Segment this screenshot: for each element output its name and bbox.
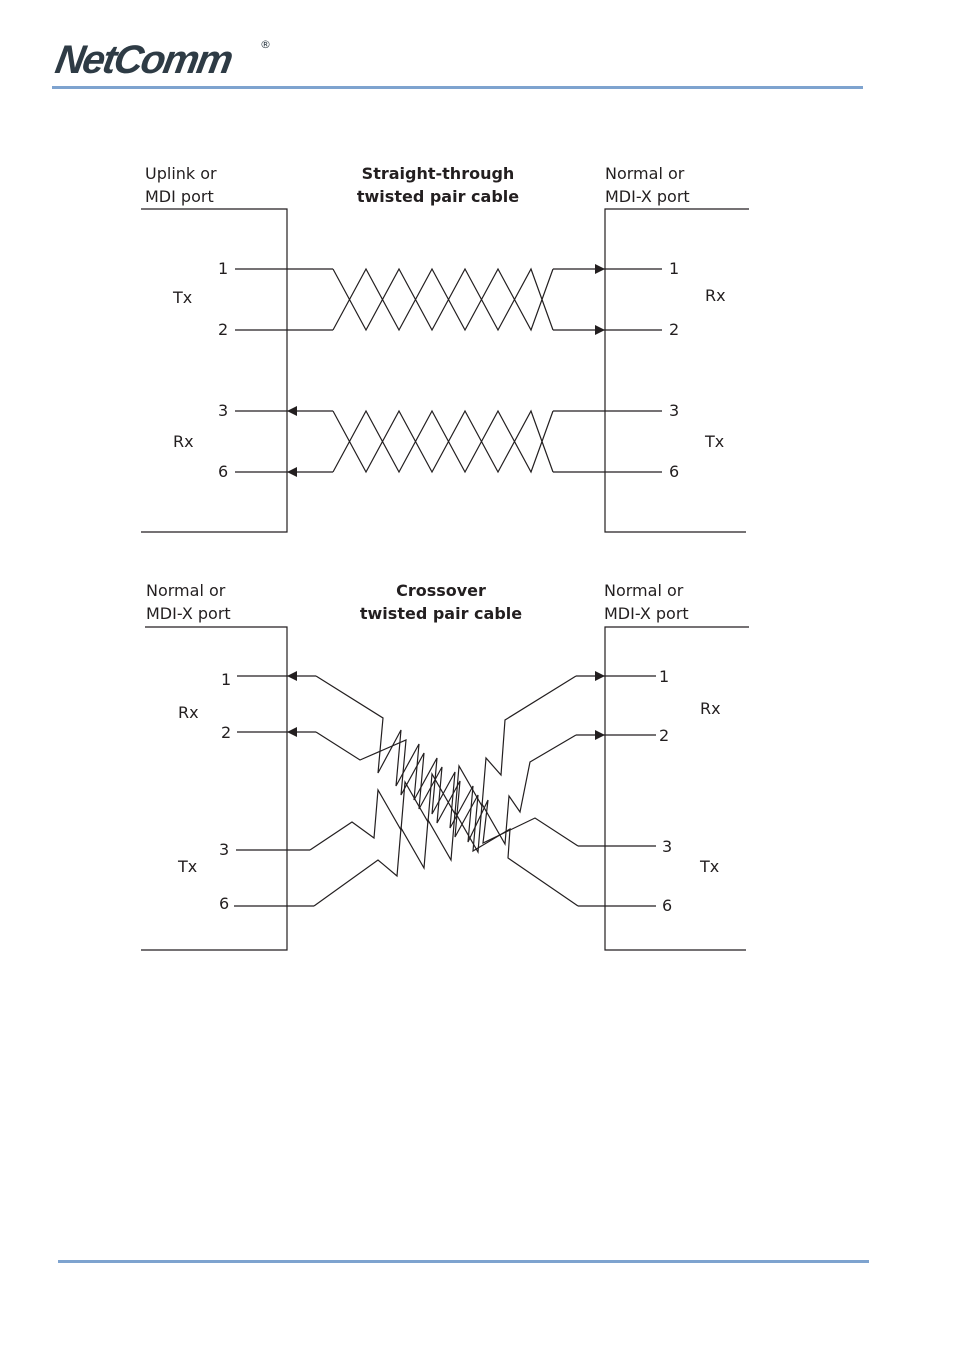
left-port-outline xyxy=(141,209,287,532)
footer-rule xyxy=(58,1260,869,1263)
straight-left-pin-1: 1 xyxy=(218,259,228,278)
crossover-left-port-line2: MDI-X port xyxy=(146,604,231,623)
x-wire-left3-to-right1 xyxy=(310,676,576,850)
straight-title-line1: Straight-through xyxy=(362,164,515,183)
straight-right-port-line2: MDI-X port xyxy=(605,187,690,206)
straight-left-port-line1: Uplink or xyxy=(145,164,217,183)
straight-right-pin-6: 6 xyxy=(669,462,679,481)
crossover-left-tx-label: Tx xyxy=(177,857,197,876)
straight-right-pin-2: 2 xyxy=(669,320,679,339)
crossover-diagram xyxy=(141,627,749,950)
crossover-left-port-line1: Normal or xyxy=(146,581,226,600)
straight-right-pin-3: 3 xyxy=(669,401,679,420)
crossover-right-pin-6: 6 xyxy=(662,896,672,915)
straight-right-tx-label: Tx xyxy=(704,432,724,451)
straight-left-tx-label: Tx xyxy=(172,288,192,307)
crossover-left-rx-label: Rx xyxy=(178,703,199,722)
x-wire-left6-to-right2 xyxy=(314,735,576,906)
crossover-title-line2: twisted pair cable xyxy=(360,604,522,623)
straight-right-rx-label: Rx xyxy=(705,286,726,305)
straight-through-diagram xyxy=(141,209,749,532)
crossover-right-pin-2: 2 xyxy=(659,726,669,745)
crossover-right-pin-1: 1 xyxy=(659,667,669,686)
crossover-right-port-line2: MDI-X port xyxy=(604,604,689,623)
twist-a-12 xyxy=(333,269,553,330)
straight-left-pin-2: 2 xyxy=(218,320,228,339)
crossover-right-pin-3: 3 xyxy=(662,837,672,856)
straight-right-port-line1: Normal or xyxy=(605,164,685,183)
crossover-left-pin-1: 1 xyxy=(221,670,231,689)
straight-left-rx-label: Rx xyxy=(173,432,194,451)
twist-a-36 xyxy=(333,411,553,472)
x-wire-left1-to-right3 xyxy=(316,676,578,846)
twist-b-12 xyxy=(333,269,553,330)
crossover-title-line1: Crossover xyxy=(396,581,486,600)
crossover-left-pin-2: 2 xyxy=(221,723,231,742)
crossover-left-pin-3: 3 xyxy=(219,840,229,859)
crossover-left-pin-6: 6 xyxy=(219,894,229,913)
straight-left-port-line2: MDI port xyxy=(145,187,214,206)
twist-b-36 xyxy=(333,411,553,472)
right-port-outline xyxy=(605,209,749,532)
straight-left-pin-6: 6 xyxy=(218,462,228,481)
straight-title-line2: twisted pair cable xyxy=(357,187,519,206)
crossover-right-port-line1: Normal or xyxy=(604,581,684,600)
crossover-right-rx-label: Rx xyxy=(700,699,721,718)
straight-left-pin-3: 3 xyxy=(218,401,228,420)
crossover-right-tx-label: Tx xyxy=(699,857,719,876)
x-wire-left2-to-right6 xyxy=(316,732,578,906)
straight-through-labels: Straight-through twisted pair cable Upli… xyxy=(145,164,726,481)
crossover-labels: Crossover twisted pair cable Normal or M… xyxy=(146,581,721,915)
straight-right-pin-1: 1 xyxy=(669,259,679,278)
